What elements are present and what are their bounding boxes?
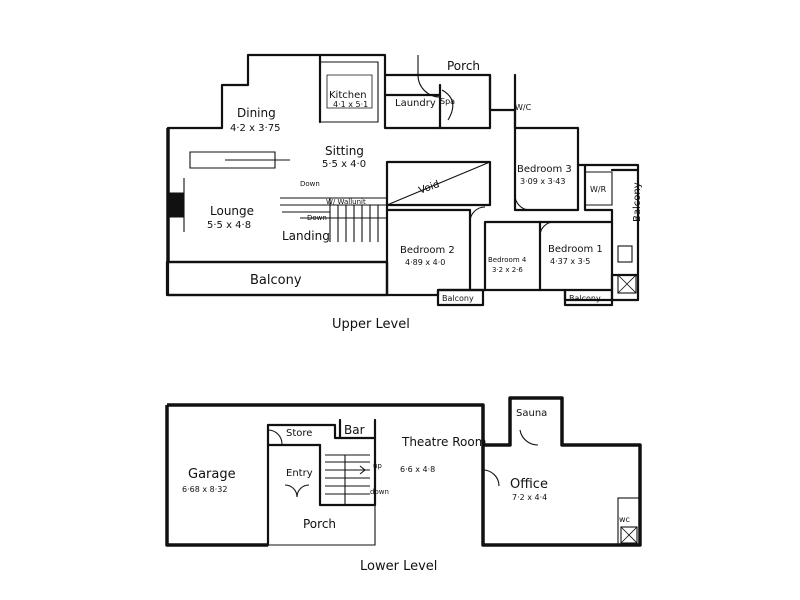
theatre-label: Theatre Room — [401, 435, 486, 449]
ensuite-shower-x — [617, 274, 637, 294]
bedroom3-label: Bedroom 3 — [517, 164, 572, 175]
office-label: Office — [510, 477, 548, 492]
balcony-b1-label: Balcony — [569, 294, 601, 303]
theatre-size: 6·6 x 4·8 — [400, 465, 435, 474]
office-size: 7·2 x 4·4 — [512, 493, 547, 502]
wc-walls — [438, 73, 517, 130]
garage-bottom-thin — [268, 505, 376, 546]
bedroom4-label: Bedroom 4 — [488, 256, 527, 264]
store-door-arc — [267, 429, 283, 445]
lower-stair-arrow — [345, 465, 366, 475]
down-label: Down — [300, 180, 320, 188]
theatre-divider — [318, 436, 377, 507]
balcony-main-label: Balcony — [250, 273, 302, 288]
up-label: up — [373, 462, 382, 470]
bedroom1-size: 4·37 x 3·5 — [550, 257, 590, 266]
down2-label: Down — [307, 214, 327, 222]
void-wall — [385, 160, 492, 207]
lounge-size: 5·5 x 4·8 — [207, 220, 251, 231]
spa-label: Spa — [440, 97, 455, 106]
upper-level: Porch Kitchen 4·1 x 5·1 Laundry Spa W/C … — [165, 53, 643, 332]
sitting-label: Sitting — [325, 144, 364, 158]
office-door-arc — [482, 469, 500, 487]
garage-west-wall — [165, 405, 268, 547]
lower-stairs — [325, 454, 370, 505]
balcony-b2-label: Balcony — [442, 294, 474, 303]
void-label: Void — [417, 179, 441, 197]
garage-label: Garage — [188, 467, 236, 482]
lower-wc-shower-x — [620, 526, 638, 544]
porch-label: Porch — [447, 59, 480, 73]
laundry-door-arc — [417, 74, 441, 98]
ensuite-shower — [617, 274, 637, 294]
kitchen-island — [326, 74, 373, 109]
landing-label: Landing — [282, 229, 330, 243]
stair-rail-upper — [189, 151, 276, 169]
wall-unit-label: W/ Wallunit — [326, 198, 366, 206]
stairs — [280, 197, 386, 242]
bedroom3-door-arc — [514, 194, 531, 211]
kitchen-size: 4·1 x 5·1 — [333, 100, 368, 109]
balcony-right-label: Balcony — [632, 182, 643, 222]
bar-label: Bar — [344, 423, 365, 437]
lower-level: Garage 6·68 x 8·32 Store Bar Theatre Roo… — [165, 396, 642, 574]
upper-level-title: Upper Level — [332, 317, 410, 332]
bedroom3-size: 3·09 x 3·43 — [520, 177, 565, 186]
laundry-label: Laundry — [395, 98, 436, 109]
lower-porch-label: Porch — [303, 517, 336, 531]
store-bar-walls — [266, 418, 377, 447]
bedroom1-door-arc — [539, 221, 555, 236]
lower-level-title: Lower Level — [360, 559, 437, 574]
bedroom2-size: 4·89 x 4·0 — [405, 258, 445, 267]
balcony-b2 — [436, 288, 485, 307]
bedroom2-walls — [385, 203, 542, 297]
entry-door-arcs — [284, 484, 310, 498]
lower-outer-wall — [167, 396, 642, 547]
dining-size: 4·2 x 3·75 — [230, 123, 280, 134]
bedroom2-label: Bedroom 2 — [400, 245, 455, 256]
fireplace — [169, 192, 185, 218]
lower-wc-box — [617, 497, 641, 546]
wr-box — [585, 171, 613, 206]
bedroom1-walls — [538, 163, 640, 292]
balcony-b1 — [563, 288, 614, 307]
sauna-door-arc — [519, 429, 539, 446]
bedroom4-door-arc — [469, 206, 486, 223]
entry-label: Entry — [286, 468, 313, 479]
garage-size: 6·68 x 8·32 — [182, 485, 227, 494]
lower-down-label: down — [370, 488, 389, 496]
spa-arc — [441, 89, 454, 121]
store-label: Store — [286, 428, 312, 439]
lounge-label: Lounge — [210, 204, 254, 218]
sauna-label: Sauna — [516, 408, 547, 419]
bedroom3-walls — [513, 126, 580, 212]
wc-label: W/C — [515, 103, 532, 112]
dining-label: Dining — [237, 106, 276, 120]
ensuite-wc — [617, 245, 633, 263]
sitting-size: 5·5 x 4·0 — [322, 159, 366, 170]
bedroom1-label: Bedroom 1 — [548, 244, 603, 255]
void-diagonal — [386, 161, 491, 206]
bedroom4-size: 3·2 x 2·6 — [492, 266, 523, 274]
kitchen-label: Kitchen — [329, 90, 367, 101]
lower-wc-label: wc — [619, 515, 630, 524]
wr-label: W/R — [590, 185, 607, 194]
lower-wc-shower — [620, 526, 638, 544]
